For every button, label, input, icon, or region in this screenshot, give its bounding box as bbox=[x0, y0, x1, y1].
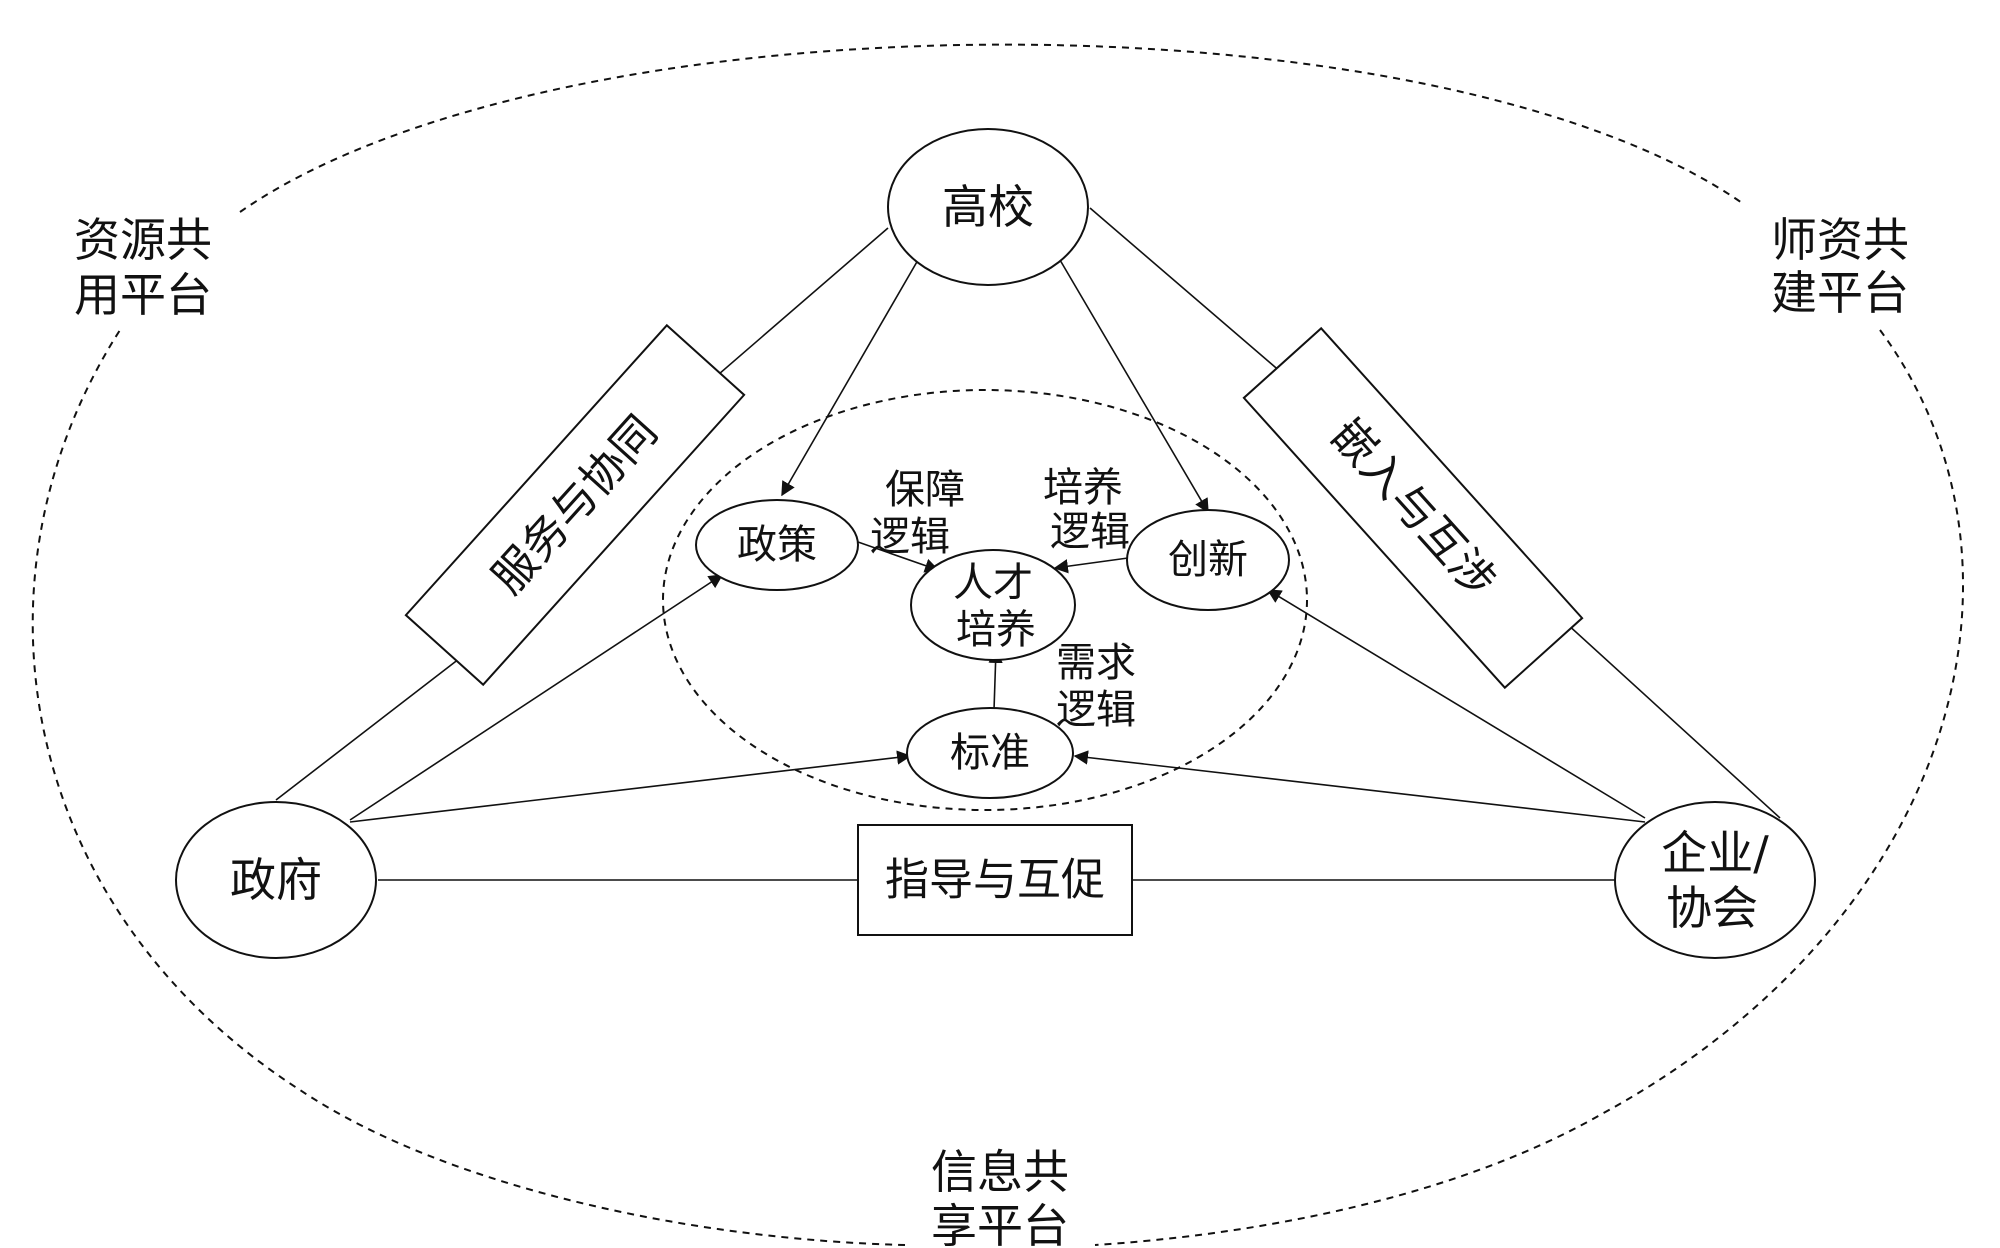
government-label: 政府 bbox=[230, 853, 322, 907]
talent-label-line1: 人才 bbox=[953, 560, 1033, 606]
demand-logic-line2: 逻辑 bbox=[1056, 687, 1136, 733]
enterprise-label-line2: 协会 bbox=[1666, 881, 1758, 935]
enterprise-label-line1: 企业/ bbox=[1661, 826, 1769, 880]
info-platform-line1: 信息共 bbox=[931, 1145, 1069, 1199]
arrow-innovation-to-talent bbox=[1053, 557, 1129, 574]
node-policy: 政策 bbox=[695, 499, 859, 591]
platform-info: 信息共 享平台 bbox=[931, 1145, 1069, 1248]
arrow-ent-to-innovation bbox=[1266, 589, 1646, 819]
cultivation-logic-line2: 逻辑 bbox=[1050, 509, 1130, 555]
resource-platform-line1: 资源共 bbox=[74, 213, 212, 267]
logic-demand: 需求 逻辑 bbox=[1056, 640, 1136, 733]
outer-platform-ring bbox=[31, 43, 1964, 1246]
node-innovation: 创新 bbox=[1126, 509, 1290, 611]
cultivation-logic-line1: 培养 bbox=[1043, 465, 1123, 511]
info-platform-line2: 享平台 bbox=[931, 1199, 1069, 1248]
faculty-platform-line2: 建平台 bbox=[1771, 266, 1909, 320]
faculty-platform-line1: 师资共 bbox=[1771, 213, 1909, 267]
arrow-policy-to-talent bbox=[857, 541, 940, 573]
demand-logic-line1: 需求 bbox=[1056, 640, 1136, 686]
relation-box-right: 嵌入与互涉 bbox=[1242, 326, 1584, 690]
platform-faculty: 师资共 建平台 bbox=[1771, 213, 1909, 320]
arrow-gov-to-standard bbox=[349, 750, 912, 823]
guarantee-logic-line2: 逻辑 bbox=[870, 514, 950, 560]
node-standard: 标准 bbox=[906, 707, 1074, 799]
innovation-label: 创新 bbox=[1168, 537, 1248, 583]
node-government: 政府 bbox=[175, 801, 377, 959]
arrow-univ-to-policy bbox=[781, 259, 919, 497]
logic-guarantee: 保障 逻辑 bbox=[870, 467, 965, 560]
relation-bottom-label: 指导与互促 bbox=[885, 855, 1105, 906]
standard-label: 标准 bbox=[950, 730, 1030, 776]
arrow-gov-to-policy bbox=[349, 574, 724, 821]
inner-core-ellipse bbox=[662, 389, 1308, 811]
policy-label: 政策 bbox=[737, 522, 817, 568]
node-enterprise: 企业/ 协会 bbox=[1614, 801, 1816, 959]
platform-resource: 资源共 用平台 bbox=[74, 213, 212, 322]
arrows bbox=[349, 259, 1646, 823]
talent-label-line2: 培养 bbox=[956, 607, 1036, 653]
arrow-ent-to-standard bbox=[1073, 750, 1646, 823]
arrow-univ-to-innovation bbox=[1059, 259, 1209, 514]
node-talent: 人才 培养 bbox=[910, 549, 1076, 661]
university-label: 高校 bbox=[942, 180, 1034, 234]
node-university: 高校 bbox=[887, 128, 1089, 286]
relation-box-bottom: 指导与互促 bbox=[857, 824, 1133, 936]
relation-box-left: 服务与协同 bbox=[404, 323, 746, 687]
resource-platform-line2: 用平台 bbox=[74, 268, 212, 322]
guarantee-logic-line1: 保障 bbox=[885, 467, 965, 513]
logic-cultivation: 培养 逻辑 bbox=[1043, 465, 1130, 555]
